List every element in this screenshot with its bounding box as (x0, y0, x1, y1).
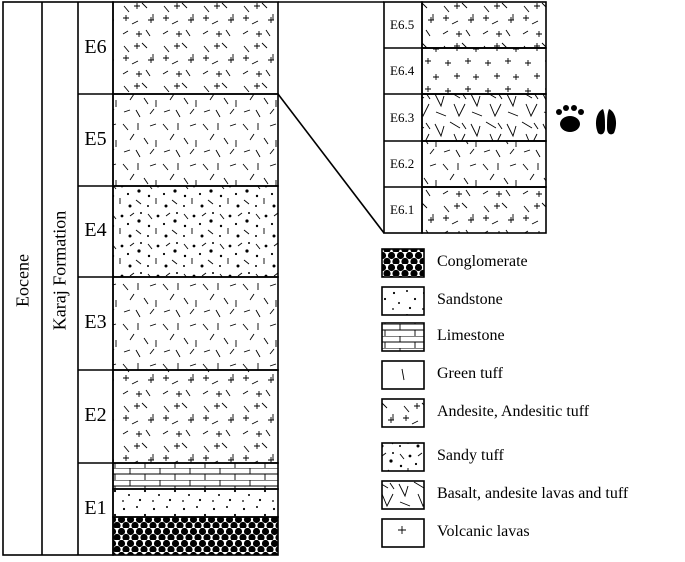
legend-label-sandy-tuff: Sandy tuff (437, 447, 504, 464)
subunit-label-e6-1: E6.1 (390, 202, 415, 217)
unit-label-e1: E1 (84, 497, 107, 519)
formation-label: Karaj Formation (49, 210, 70, 331)
legend-label-sandstone: Sandstone (437, 291, 503, 308)
unit-label-e2: E2 (84, 404, 107, 426)
legend-label-andesitic-tuff: Andesite, Andesitic tuff (437, 403, 590, 420)
epoch-label: Eocene (12, 254, 33, 307)
paw-print-icon (556, 105, 584, 132)
subunit-label-e6-2: E6.2 (390, 156, 415, 171)
unit-label-e6: E6 (84, 36, 107, 58)
unit-label-e3: E3 (84, 311, 107, 333)
legend-label-limestone: Limestone (437, 327, 505, 344)
subunit-label-e6-5: E6.5 (390, 17, 415, 32)
legend-label-green-tuff: Green tuff (437, 365, 503, 382)
subunit-label-column (383, 1, 423, 234)
layer-e1-conglomerate (112, 516, 279, 556)
hoof-print-icon (595, 109, 617, 135)
unit-label-e5: E5 (84, 128, 107, 150)
legend-label-conglomerate: Conglomerate (437, 253, 528, 270)
layer-e6-3 (421, 93, 547, 142)
layer-e6-2 (421, 140, 547, 188)
legend-swatches (381, 248, 425, 548)
layer-e2 (112, 369, 279, 464)
layer-e5 (112, 93, 279, 187)
layer-e1-sandstone (112, 488, 279, 518)
layer-e6-4 (421, 47, 547, 95)
layer-e6-1 (421, 186, 547, 234)
legend-label-volcanic-lavas: Volcanic lavas (437, 523, 530, 540)
layer-e1-limestone (112, 462, 279, 490)
subunit-label-e6-3: E6.3 (390, 110, 415, 125)
subunit-label-e6-4: E6.4 (390, 63, 415, 78)
legend-label-basalt-tuff: Basalt, andesite lavas and tuff (437, 485, 629, 502)
layer-e3 (112, 276, 279, 371)
unit-label-e4: E4 (84, 219, 107, 241)
layer-e6 (112, 1, 279, 95)
layer-e6-5 (421, 1, 547, 49)
connector-bottom (277, 93, 385, 234)
layer-e4 (112, 185, 279, 278)
